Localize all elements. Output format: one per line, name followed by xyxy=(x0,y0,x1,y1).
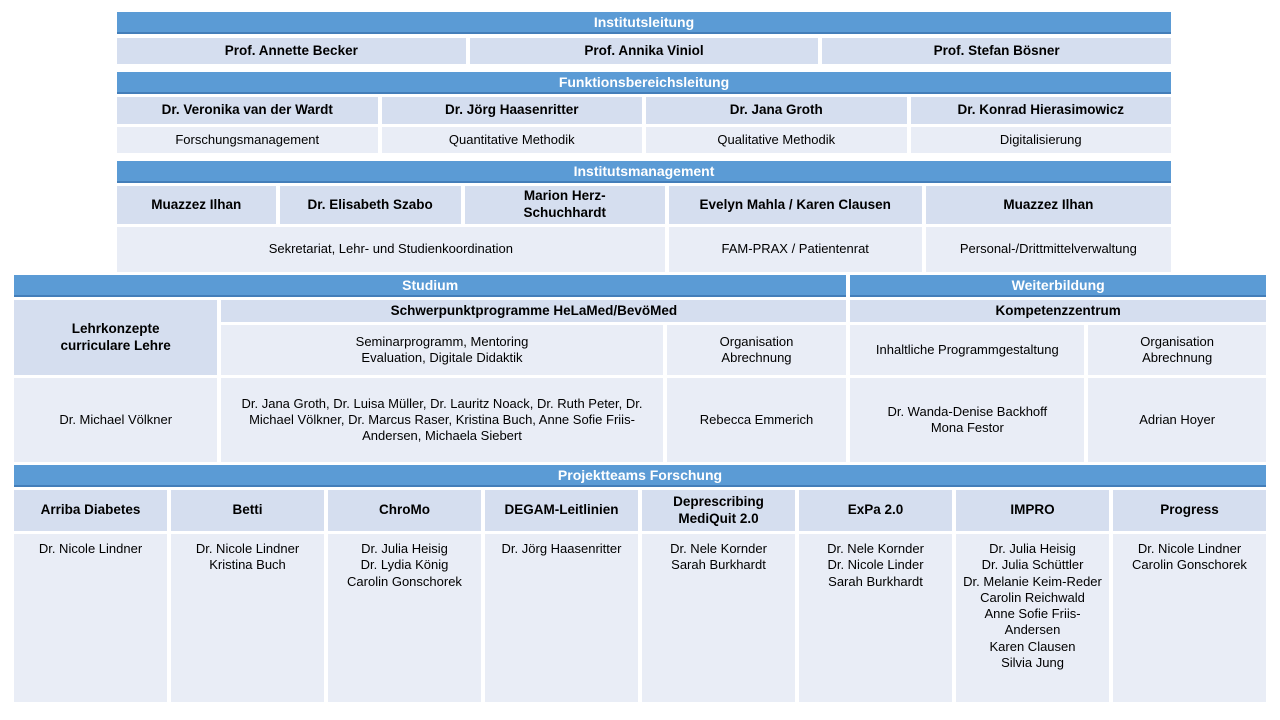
institutsmanagement-function: FAM-PRAX / Patientenrat xyxy=(668,227,922,272)
project-name: Betti xyxy=(171,490,324,531)
lehrkonzepte-member-cell: Dr. Michael Völkner xyxy=(14,378,218,462)
funktionsbereich-member: Dr. Veronika van der Wardt xyxy=(117,97,378,124)
project-team: Dr. Nicole Lindner Carolin Gonschorek xyxy=(1113,534,1266,702)
institutsleitung-member: Prof. Stefan Bösner xyxy=(822,38,1171,64)
project-name: Deprescribing MediQuit 2.0 xyxy=(642,490,795,531)
project-team: Dr. Nele Kornder Dr. Nicole Linder Sarah… xyxy=(799,534,952,702)
institutsmanagement-member: Muazzez Ilhan xyxy=(117,186,276,224)
project-team: Dr. Julia Heisig Dr. Julia Schüttler Dr.… xyxy=(956,534,1109,702)
institutsmanagement-member: Dr. Elisabeth Szabo xyxy=(279,186,461,224)
lehrkonzepte-cell: Lehrkonzepte curriculare Lehre xyxy=(14,300,218,375)
institutsleitung-members-row: Prof. Annette Becker Prof. Annika Viniol… xyxy=(117,38,1171,64)
institutsleitung-member: Prof. Annette Becker xyxy=(117,38,466,64)
funktionsbereichsleitung-members-row: Dr. Veronika van der Wardt Dr. Jörg Haas… xyxy=(117,97,1171,124)
project-team: Dr. Nele Kornder Sarah Burkhardt xyxy=(642,534,795,702)
project-name: ChroMo xyxy=(328,490,481,531)
institutsmanagement-grid: Muazzez Ilhan Dr. Elisabeth Szabo Marion… xyxy=(117,186,1171,272)
weiterbildung-header: Weiterbildung xyxy=(850,275,1266,297)
weiterbildung-organisation-member-cell: Adrian Hoyer xyxy=(1088,378,1266,462)
upper-org-tables: Institutsleitung Prof. Annette Becker Pr… xyxy=(117,12,1171,272)
institutsmanagement-function: Personal-/Drittmittelverwaltung xyxy=(925,227,1171,272)
funktionsbereich-member: Dr. Jana Groth xyxy=(646,97,907,124)
schwerpunkt-function-cell: Seminarprogramm, Mentoring Evaluation, D… xyxy=(221,325,663,375)
project-team: Dr. Julia Heisig Dr. Lydia König Carolin… xyxy=(328,534,481,702)
institutsmanagement-member: Muazzez Ilhan xyxy=(925,186,1171,224)
kompetenzzentrum-subheader: Kompetenzzentrum xyxy=(850,300,1266,322)
funktionsbereich-function: Quantitative Methodik xyxy=(381,127,642,153)
funktionsbereichsleitung-header: Funktionsbereichsleitung xyxy=(117,72,1171,94)
schwerpunktprogramme-subheader: Schwerpunktprogramme HeLaMed/BevöMed xyxy=(221,300,847,322)
projektteams-grid: Arriba Diabetes Betti ChroMo DEGAM-Leitl… xyxy=(14,490,1266,702)
funktionsbereich-function: Forschungsmanagement xyxy=(117,127,378,153)
programmgestaltung-members-cell: Dr. Wanda-Denise Backhoff Mona Festor xyxy=(850,378,1085,462)
project-team: Dr. Nicole Lindner Kristina Buch xyxy=(171,534,324,702)
weiterbildung-organisation-function-cell: Organisation Abrechnung xyxy=(1088,325,1266,375)
funktionsbereichsleitung-functions-row: Forschungsmanagement Quantitative Method… xyxy=(117,127,1171,153)
funktionsbereich-member: Dr. Jörg Haasenritter xyxy=(381,97,642,124)
institutsmanagement-function: Sekretariat, Lehr- und Studienkoordinati… xyxy=(117,227,665,272)
projektteams-header: Projektteams Forschung xyxy=(14,465,1266,487)
institutsleitung-header: Institutsleitung xyxy=(117,12,1171,34)
project-name: DEGAM-Leitlinien xyxy=(485,490,638,531)
institutsmanagement-header: Institutsmanagement xyxy=(117,161,1171,183)
institutsmanagement-member: Marion Herz- Schuchhardt xyxy=(464,186,665,224)
funktionsbereich-member: Dr. Konrad Hierasimowicz xyxy=(910,97,1171,124)
project-team: Dr. Jörg Haasenritter xyxy=(485,534,638,702)
schwerpunkt-members-cell: Dr. Jana Groth, Dr. Luisa Müller, Dr. La… xyxy=(221,378,663,462)
funktionsbereich-function: Digitalisierung xyxy=(910,127,1171,153)
institutsmanagement-member: Evelyn Mahla / Karen Clausen xyxy=(668,186,922,224)
institutsleitung-member: Prof. Annika Viniol xyxy=(469,38,819,64)
section-gap xyxy=(117,153,1171,161)
project-name: IMPRO xyxy=(956,490,1109,531)
programmgestaltung-function-cell: Inhaltliche Programmgestaltung xyxy=(850,325,1085,375)
projektteams-table: Projektteams Forschung Arriba Diabetes B… xyxy=(14,465,1266,702)
studium-header: Studium xyxy=(14,275,847,297)
project-name: Arriba Diabetes xyxy=(14,490,167,531)
funktionsbereich-function: Qualitative Methodik xyxy=(646,127,907,153)
studium-weiterbildung-table: Studium Weiterbildung Lehrkonzepte curri… xyxy=(14,275,1266,462)
project-name: ExPa 2.0 xyxy=(799,490,952,531)
studium-organisation-member-cell: Rebecca Emmerich xyxy=(666,378,847,462)
section-gap xyxy=(117,64,1171,72)
project-team: Dr. Nicole Lindner xyxy=(14,534,167,702)
studium-organisation-function-cell: Organisation Abrechnung xyxy=(666,325,847,375)
project-name: Progress xyxy=(1113,490,1266,531)
